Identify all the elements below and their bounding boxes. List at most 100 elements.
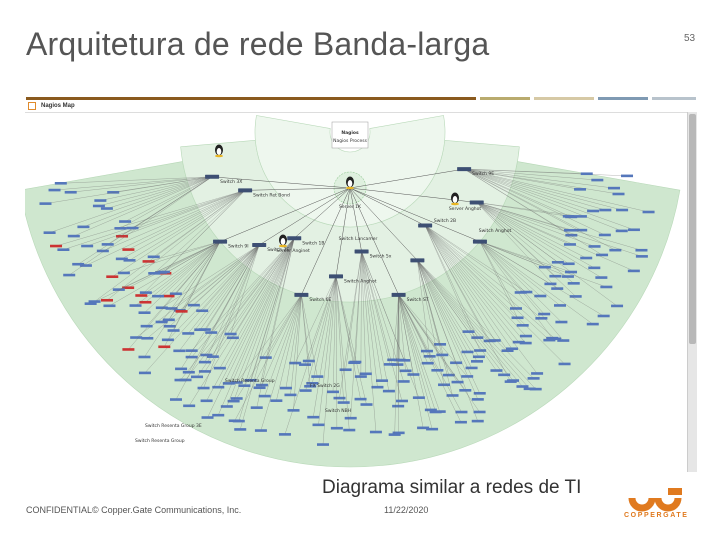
- host-node: [498, 373, 511, 377]
- host-node: [549, 337, 562, 341]
- host-node: [187, 303, 200, 307]
- host-node: [43, 231, 56, 234]
- primary-node-label: Switch Lancamer: [339, 236, 378, 242]
- host-node: [471, 336, 484, 339]
- leaf-link: [265, 294, 302, 358]
- title-rule-blue: [598, 97, 648, 100]
- host-node: [135, 294, 148, 297]
- host-node: [306, 381, 319, 385]
- host-node: [387, 358, 400, 362]
- host-node: [382, 389, 395, 393]
- leaf-link: [360, 251, 362, 377]
- host-node: [587, 209, 600, 213]
- leaf-link: [417, 260, 472, 368]
- leaf-link: [425, 225, 508, 351]
- leaf-link: [464, 168, 615, 189]
- host-node: [126, 226, 139, 230]
- host-node: [516, 385, 529, 388]
- leaf-link: [169, 244, 260, 327]
- leaf-link: [318, 276, 337, 425]
- leaf-link: [476, 202, 558, 289]
- host-node: [227, 399, 240, 403]
- host-node: [343, 428, 356, 432]
- host-node: [96, 249, 109, 253]
- host-node: [421, 361, 434, 365]
- leaf-link: [135, 241, 221, 306]
- host-node: [205, 331, 218, 334]
- host-node: [461, 350, 474, 354]
- host-node: [57, 248, 70, 251]
- leaf-link: [476, 202, 595, 268]
- leaf-link: [171, 244, 260, 309]
- leaf-link: [206, 238, 295, 356]
- host-node: [392, 404, 405, 408]
- switch-node: [472, 239, 487, 244]
- switch-node: [213, 239, 228, 244]
- leaf-link: [54, 176, 213, 191]
- host-node: [516, 324, 529, 327]
- leaf-link: [398, 294, 424, 428]
- host-node: [196, 309, 209, 313]
- switch-node: [294, 292, 309, 297]
- host-node: [354, 397, 367, 401]
- host-node: [79, 264, 92, 267]
- leaf-link: [425, 225, 550, 341]
- host-node: [555, 320, 568, 324]
- leaf-link: [476, 202, 576, 297]
- host-node: [169, 398, 182, 401]
- host-node: [388, 433, 401, 436]
- leaf-link: [479, 241, 562, 323]
- footer-confidential: CONFIDENTIAL© Copper.Gate Communications…: [26, 505, 242, 515]
- leaf-link: [479, 241, 553, 339]
- host-node: [312, 423, 325, 427]
- leaf-link: [125, 176, 213, 222]
- leaf-link: [398, 294, 458, 383]
- leaf-link: [425, 225, 527, 337]
- hub-link: [259, 187, 351, 246]
- hub-link: [349, 168, 465, 189]
- server-anghot-icon-feet: [451, 202, 459, 206]
- leaf-link: [161, 244, 260, 308]
- group-label: FX Switch 2G: [310, 383, 340, 389]
- host-node: [116, 234, 129, 238]
- leaf-link: [398, 294, 466, 391]
- hub-link: [294, 187, 351, 239]
- switch-node: [329, 274, 344, 279]
- leaf-link: [145, 241, 221, 303]
- map-scrollbar[interactable]: [687, 112, 697, 472]
- leaf-link: [218, 238, 295, 416]
- leaf-link: [212, 245, 260, 357]
- leaf-link: [226, 238, 295, 407]
- host-node: [595, 276, 608, 279]
- leaf-link: [361, 251, 378, 388]
- host-node: [330, 426, 343, 430]
- host-node: [565, 233, 578, 237]
- leaf-link: [476, 202, 587, 259]
- leaf-link: [361, 251, 390, 392]
- group-label: Switch Resenta Group: [225, 378, 275, 384]
- host-node: [348, 361, 361, 365]
- host-node: [50, 244, 63, 248]
- host-node: [591, 178, 604, 182]
- scrollbar-thumb[interactable]: [689, 114, 696, 344]
- leaf-link: [158, 241, 221, 297]
- leaf-link: [479, 241, 593, 325]
- leaf-link: [233, 238, 295, 402]
- host-node: [596, 253, 609, 257]
- leaf-link: [417, 260, 480, 357]
- leaf-link: [464, 168, 582, 231]
- leaf-link: [417, 260, 505, 375]
- leaf-link: [290, 294, 302, 395]
- leaf-link: [173, 241, 221, 331]
- brand-name: COPPERGATE: [624, 512, 689, 519]
- leaf-link: [350, 251, 362, 419]
- server-anginet-icon-belly: [280, 238, 286, 245]
- host-node: [54, 181, 67, 185]
- host-node: [395, 399, 408, 403]
- host-node: [507, 379, 520, 382]
- host-node: [563, 243, 576, 246]
- leaf-link: [476, 202, 618, 307]
- leaf-link: [417, 260, 480, 394]
- leaf-link: [83, 176, 213, 227]
